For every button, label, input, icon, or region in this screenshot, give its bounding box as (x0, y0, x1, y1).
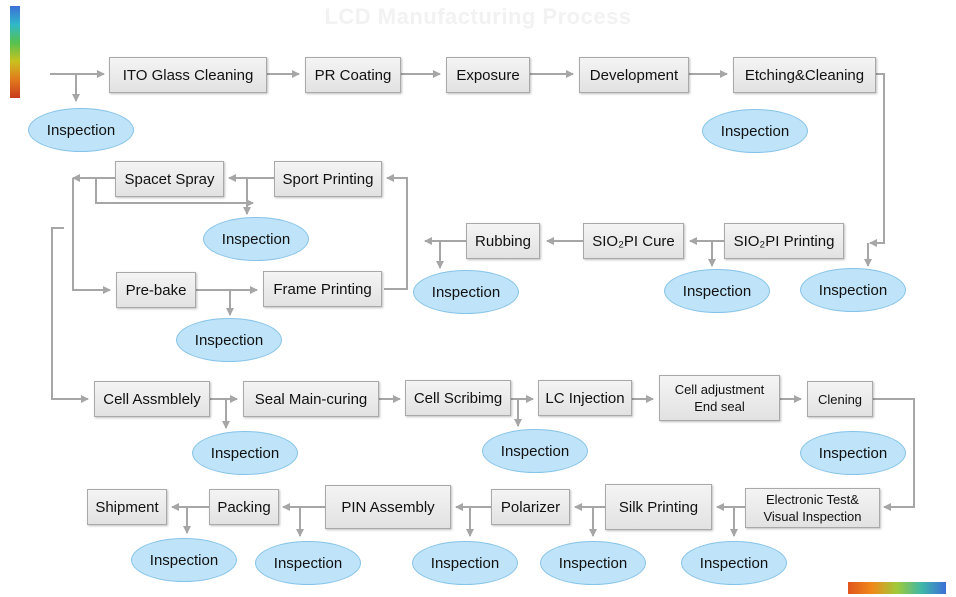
step-packing: Packing (209, 489, 279, 525)
step-seal-main-curing: Seal Main-curing (243, 381, 379, 417)
accent-bar-bottom (848, 582, 946, 594)
inspection-rubbing: Inspection (413, 270, 519, 314)
step-exposure: Exposure (446, 57, 530, 93)
step-sio2pi-printing: SIO₂PI Printing (724, 223, 844, 259)
arrow-clening-down (873, 398, 915, 511)
step-frame-printing: Frame Printing (263, 271, 382, 307)
diagram-title: LCD Manufacturing Process (324, 4, 632, 29)
step-ito-glass-cleaning: ITO Glass Cleaning (109, 57, 267, 93)
accent-bar-top (10, 6, 20, 98)
arrow-to-cell-assembly (51, 227, 89, 403)
step-etching-cleaning: Etching&Cleaning (733, 57, 876, 93)
step-pin-assembly: PIN Assembly (325, 485, 451, 529)
inspection-etching: Inspection (702, 109, 808, 153)
step-cell-scribing: Cell Scribimg (405, 380, 511, 416)
step-development: Development (579, 57, 689, 93)
arrow-loop-up-to-sport (384, 174, 408, 290)
step-electronic-test: Electronic Test& Visual Inspection (745, 488, 880, 528)
step-sio2pi-cure: SIO₂PI Cure (583, 223, 684, 259)
step-cell-assembly: Cell Assmblely (94, 381, 210, 417)
inspection-electronic-test: Inspection (681, 541, 787, 585)
step-pr-coating: PR Coating (305, 57, 401, 93)
step-pre-bake: Pre-bake (116, 272, 196, 308)
inspection-sio2pi-printing: Inspection (800, 268, 906, 312)
step-sport-printing: Sport Printing (274, 161, 382, 197)
inspection-sport-printing: Inspection (203, 217, 309, 261)
step-silk-printing: Silk Printing (605, 484, 712, 530)
arrow-spacet-down (95, 178, 254, 207)
inspection-cell-assembly: Inspection (192, 431, 298, 475)
inspection-clening: Inspection (800, 431, 906, 475)
inspection-pin-assembly: Inspection (255, 541, 361, 585)
arrow-etching-down (869, 73, 885, 247)
inspection-silk-printing: Inspection (540, 541, 646, 585)
step-shipment: Shipment (87, 489, 167, 525)
inspection-polarizer: Inspection (412, 541, 518, 585)
step-clening: Clening (807, 381, 873, 417)
arrow-left-loop (72, 178, 111, 294)
step-lc-injection: LC Injection (538, 380, 632, 416)
step-spacet-spray: Spacet Spray (115, 161, 224, 197)
step-polarizer: Polarizer (491, 489, 570, 525)
step-rubbing: Rubbing (466, 223, 540, 259)
step-cell-adjustment-end-seal: Cell adjustment End seal (659, 375, 780, 421)
inspection-start: Inspection (28, 108, 134, 152)
inspection-packing: Inspection (131, 538, 237, 582)
inspection-cell-scribing: Inspection (482, 429, 588, 473)
inspection-sio2pi-cure: Inspection (664, 269, 770, 313)
inspection-pre-bake: Inspection (176, 318, 282, 362)
